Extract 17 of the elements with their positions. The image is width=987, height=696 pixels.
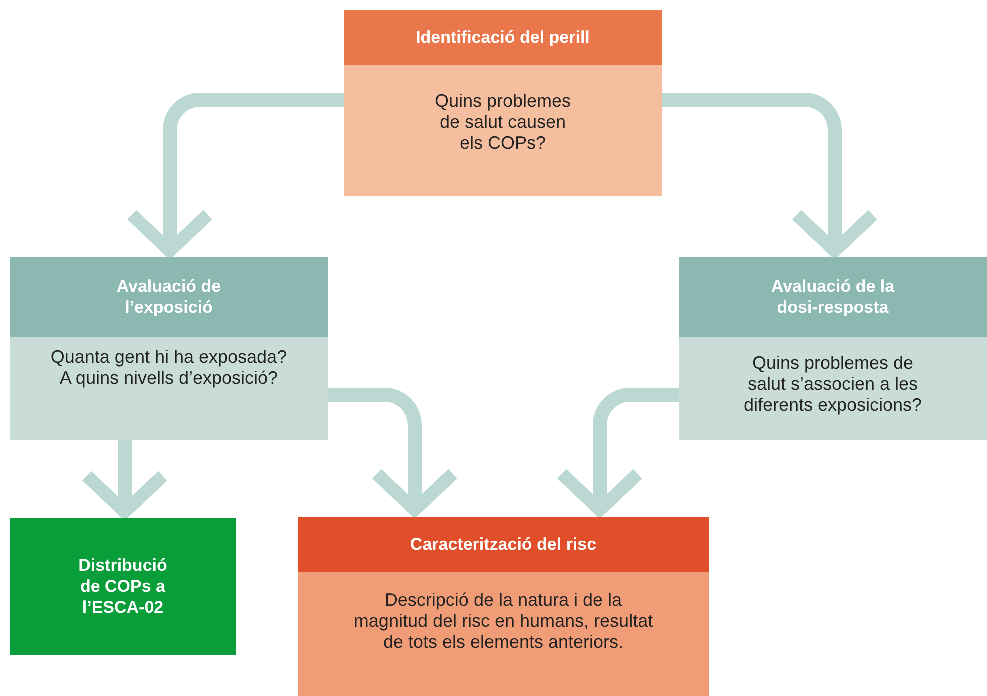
process-box (10, 257, 328, 440)
process-box (679, 257, 987, 440)
process-box (298, 517, 709, 696)
arrow (662, 93, 880, 258)
box-text: Quanta gent hi ha exposada? A quins nivells d’exposició? (50, 347, 288, 389)
box-text: Quins problemes de salut causen els COPs? (434, 91, 572, 154)
box-heading: Avaluació de l’exposició (10, 257, 328, 337)
process-box (344, 10, 662, 196)
box-text: Descripció de la natura i de la magnitud del risc en humans, resultat de tots els elements anteriors. (352, 590, 654, 653)
box-text: Quins problemes de salut s’associen a les diferents exposicions? (742, 353, 924, 416)
arrow (126, 93, 344, 258)
box-heading: Caracterització del risc (298, 517, 709, 572)
arrow (328, 388, 460, 516)
arrow (556, 388, 679, 516)
arrow (80, 440, 170, 518)
box-heading: Identificació del perill (344, 10, 662, 65)
box-heading: Avaluació de la dosi-resposta (679, 257, 987, 337)
